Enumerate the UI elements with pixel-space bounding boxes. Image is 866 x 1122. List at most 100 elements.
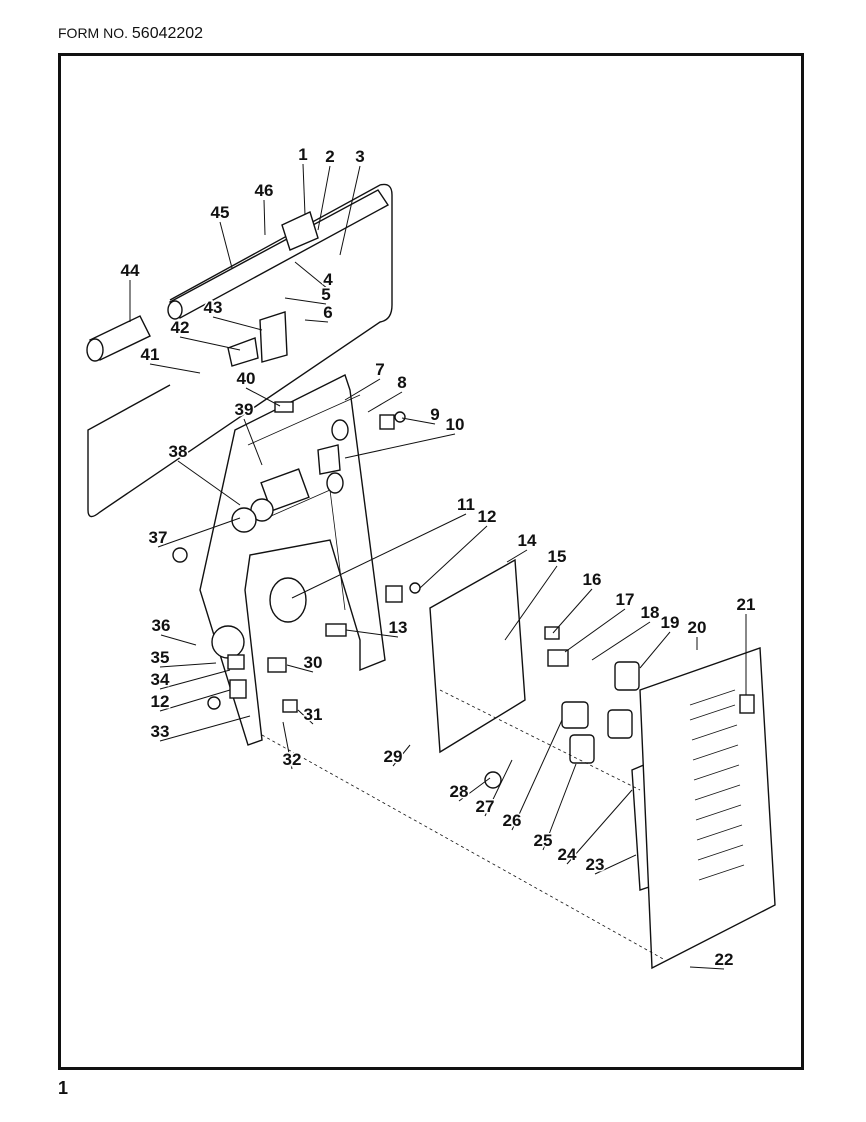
callout-14: 14 [518,531,537,550]
callout-leader [294,261,329,290]
callout-30: 30 [304,653,323,672]
callout-leader [339,165,361,256]
callout-leader [591,621,651,661]
callout-9: 9 [430,405,439,424]
callout-leader [542,763,577,851]
callout-leader [149,363,201,374]
callout-leader [243,418,263,466]
callout-31: 31 [304,705,323,724]
page-number: 1 [58,1078,69,1098]
callout-leader [177,460,241,506]
cover-panel [639,647,776,970]
callout-leader [157,517,241,548]
parts-drawing [86,183,776,970]
callout-3: 3 [355,147,364,166]
callout-29: 29 [384,747,403,766]
callout-leader [286,664,314,673]
callout-7: 7 [375,360,384,379]
main-housing [199,374,386,746]
callout-18: 18 [641,603,660,622]
callout-leader [401,417,436,425]
callout-12: 12 [151,692,170,711]
callout-leader [317,165,331,231]
callout-leader [566,789,633,865]
callout-leader [344,378,381,401]
callout-leader [419,525,488,589]
callout-26: 26 [503,811,522,830]
callout-46: 46 [255,181,274,200]
diagram-frame [58,53,804,1070]
callout-23: 23 [586,855,605,874]
callout-27: 27 [476,797,495,816]
callout-45: 45 [211,203,230,222]
form-number: 56042202 [131,25,204,42]
callout-16: 16 [583,570,602,589]
callout-24: 24 [558,845,577,864]
callout-leader [689,966,725,970]
callout-leader [506,549,528,563]
callout-13: 13 [389,618,408,637]
form-number-label: FORM NO. 56042202 [58,25,203,43]
callout-leader [159,715,251,742]
callout-leader [245,387,281,407]
callout-leader [392,744,411,767]
callout-leader [284,297,327,305]
callout-17: 17 [616,590,635,609]
callout-21: 21 [737,595,756,614]
callout-leader [159,662,217,668]
callout-leader [304,319,329,323]
callout-leader [179,336,241,351]
callout-33: 33 [151,722,170,741]
callout-leader [552,588,593,634]
collar [281,211,319,251]
callout-leader [484,759,513,817]
callout-leader [345,629,399,638]
callout-15: 15 [548,547,567,566]
callout-leader [511,719,563,831]
callout-leader [263,199,266,236]
callout-leader [594,854,637,875]
callout-32: 32 [283,750,302,769]
callout-19: 19 [661,613,680,632]
callout-leader [160,634,197,646]
callout-35: 35 [151,648,170,667]
callout-leader [159,689,231,712]
callout-37: 37 [149,528,168,547]
callout-leader [302,163,306,216]
callout-leader [344,433,456,459]
callout-43: 43 [204,298,223,317]
cover-louvers [689,689,745,881]
callout-41: 41 [141,345,160,364]
callout-8: 8 [397,373,406,392]
callout-10: 10 [446,415,465,434]
callout-6: 6 [323,303,332,322]
callout-leader [458,777,491,802]
mounting-plate [429,558,526,754]
callout-34: 34 [151,670,170,689]
callout-leader [297,709,314,725]
callout-2: 2 [325,147,334,166]
solenoids [484,626,640,789]
form-label: FORM NO. [58,25,128,41]
callout-40: 40 [237,369,256,388]
callout-4: 4 [323,270,333,289]
callout-44: 44 [121,261,140,280]
callout-leader [367,391,403,413]
callout-20: 20 [688,618,707,637]
callout-1: 1 [298,145,307,164]
callout-36: 36 [152,616,171,635]
callout-5: 5 [321,285,330,304]
callout-leader [282,721,293,770]
callout-leader [564,608,626,653]
callout-39: 39 [235,400,254,419]
callout-leader [639,631,671,669]
callout-42: 42 [171,318,190,337]
callout-leader [504,565,558,641]
callout-28: 28 [450,782,469,801]
callout-leader [159,669,231,690]
callout-12: 12 [478,507,497,526]
callout-25: 25 [534,831,553,850]
callout-11: 11 [457,495,475,514]
